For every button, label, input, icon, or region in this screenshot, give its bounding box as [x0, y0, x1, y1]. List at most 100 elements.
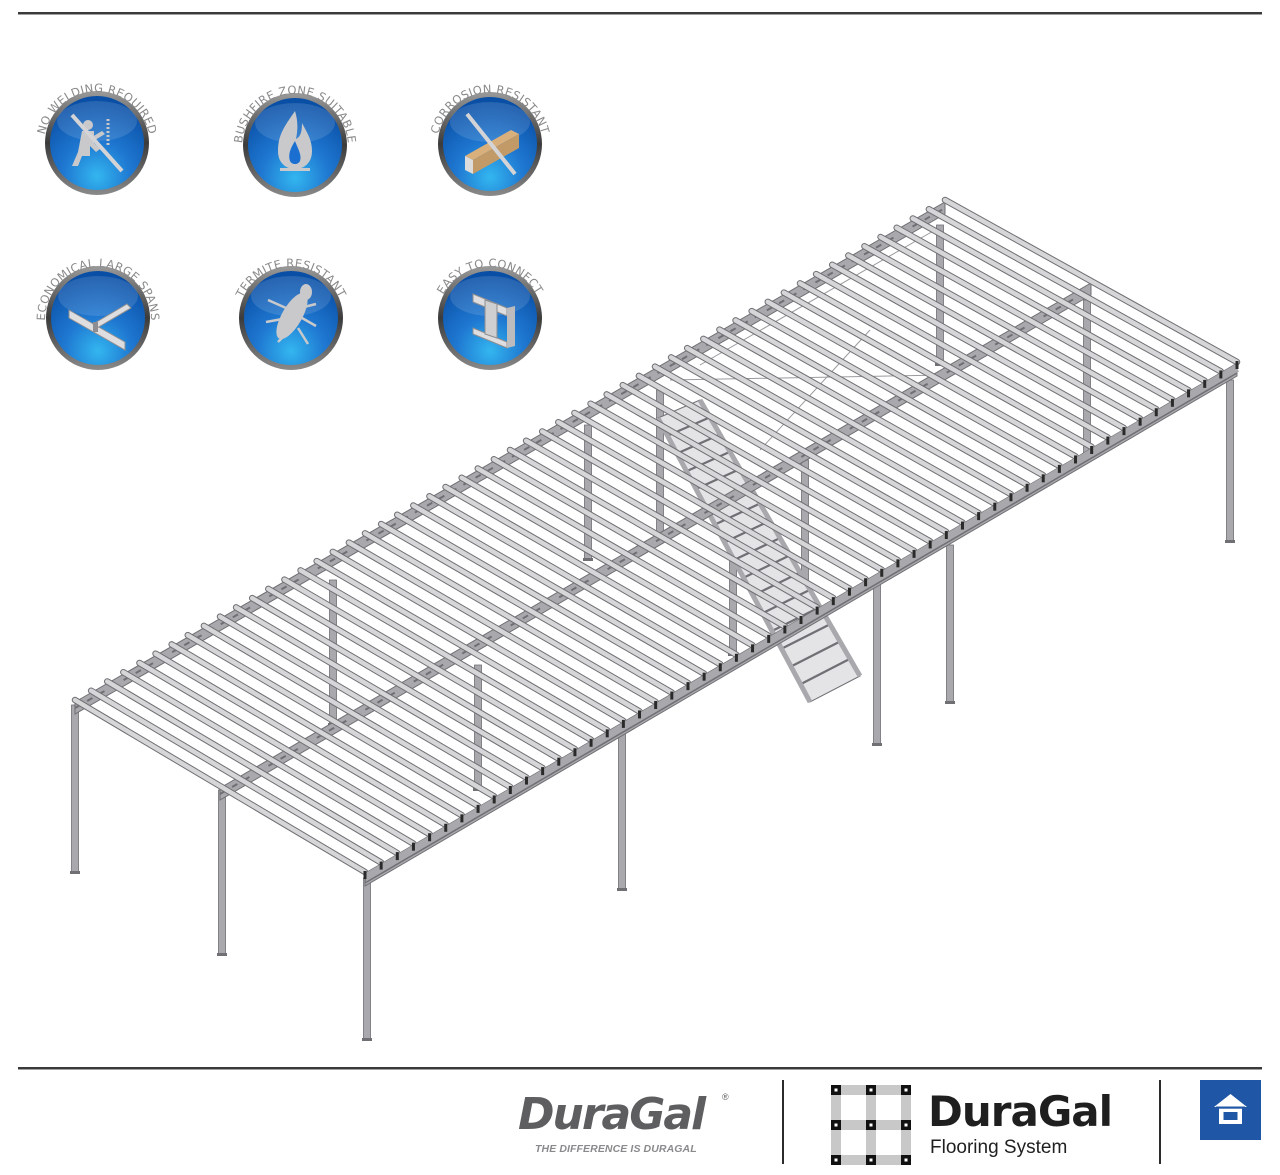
flame-icon — [278, 111, 312, 171]
joist — [926, 207, 1224, 374]
column — [1226, 379, 1234, 543]
joist-bracket — [589, 738, 593, 747]
joist-bracket — [751, 644, 755, 653]
joist — [330, 549, 626, 724]
rusted-timber-crossed-icon — [465, 112, 519, 176]
joist-bracket — [686, 682, 690, 691]
joist-bracket — [960, 521, 964, 530]
joist — [233, 605, 529, 780]
mezzanine-illustration — [70, 196, 1241, 1041]
joist-bracket — [557, 757, 561, 766]
joist — [427, 494, 723, 667]
joist-bracket — [363, 871, 367, 879]
joist-bracket — [379, 861, 383, 870]
base-plate — [70, 871, 80, 874]
joist — [362, 531, 658, 705]
feature-badge-large-spans: ECONOMICAL LARGE SPANS — [23, 238, 173, 388]
joist-bracket — [508, 786, 512, 794]
joist-bracket — [1203, 379, 1207, 388]
joist — [378, 521, 675, 695]
joist — [942, 197, 1240, 365]
joist-bracket — [573, 748, 577, 757]
joist-bracket — [864, 578, 868, 587]
feature-badge-bushfire: BUSHFIRE ZONE SUITABLE — [220, 65, 370, 215]
stair-tread — [686, 450, 731, 473]
joist — [636, 373, 933, 544]
joist-bracket — [476, 804, 480, 813]
joist — [137, 660, 432, 837]
joist-bracket — [1057, 464, 1061, 473]
joist — [394, 512, 691, 686]
base-plate — [872, 743, 882, 746]
joist — [733, 318, 1030, 488]
column — [71, 704, 79, 874]
joist-bracket — [847, 587, 851, 596]
bottom-divider — [18, 1067, 1262, 1069]
joist — [507, 447, 804, 620]
joist-bracket — [912, 549, 916, 558]
column — [218, 789, 226, 956]
joist-bracket — [460, 814, 464, 823]
joist-bracket — [1025, 483, 1029, 492]
joist-bracket — [1219, 370, 1223, 379]
joist — [749, 308, 1046, 478]
joist — [491, 457, 788, 629]
base-plate — [617, 888, 627, 891]
stair-tread — [743, 554, 791, 579]
joist-bracket — [799, 616, 803, 624]
joist-bracket — [1106, 436, 1110, 445]
column — [946, 544, 954, 704]
joist — [620, 382, 917, 554]
joist — [684, 345, 981, 516]
joist — [201, 623, 497, 799]
joist — [282, 577, 578, 752]
joist — [701, 336, 998, 506]
beam-span-icon — [68, 303, 132, 351]
joist — [185, 632, 481, 809]
joist — [813, 271, 1111, 440]
joist — [72, 697, 368, 875]
joist — [668, 355, 965, 525]
joist — [588, 401, 884, 573]
base-plate — [362, 1038, 372, 1041]
joist-bracket — [395, 852, 399, 861]
joist — [459, 475, 755, 648]
joist — [894, 225, 1191, 393]
joist-bracket — [1138, 417, 1142, 426]
joist-bracket — [896, 559, 900, 568]
joist-bracket — [1235, 361, 1239, 369]
flooring-subtitle: Flooring System — [930, 1137, 1068, 1158]
stair-tread — [790, 640, 841, 668]
duragal-wordmark: DuraGal — [518, 1089, 706, 1140]
joist — [539, 429, 836, 601]
joist — [781, 290, 1078, 459]
joist — [153, 651, 448, 828]
stair-tread — [762, 588, 811, 615]
joist — [862, 244, 1159, 412]
brand-mark — [1200, 1080, 1261, 1140]
joist-bracket — [977, 512, 981, 521]
joist — [572, 410, 868, 582]
joist — [411, 503, 707, 676]
joist-bracket — [928, 540, 932, 549]
joist-bracket — [524, 776, 528, 785]
joist — [604, 392, 901, 563]
base-plate — [1225, 540, 1235, 543]
joist — [878, 234, 1175, 403]
joist-bracket — [654, 701, 658, 709]
feature-badge-termite: TERMITE RESISTANT — [216, 238, 366, 388]
column — [618, 726, 626, 891]
joist-bracket — [702, 672, 706, 681]
column — [363, 877, 371, 1041]
joist — [169, 642, 465, 818]
joist-bracket — [944, 531, 948, 539]
duragal-logo: DuraGal ® THE DIFFERENCE IS DURAGAL — [518, 1090, 738, 1160]
joist — [104, 679, 400, 856]
base-plate — [945, 701, 955, 704]
joist-bracket — [1041, 474, 1045, 483]
joist-bracket — [783, 625, 787, 634]
flooring-system-grid-icon — [831, 1085, 911, 1165]
joist-bracket — [1154, 408, 1158, 417]
joist-bracket — [767, 634, 771, 643]
flooring-wordmark: DuraGal — [928, 1087, 1113, 1136]
